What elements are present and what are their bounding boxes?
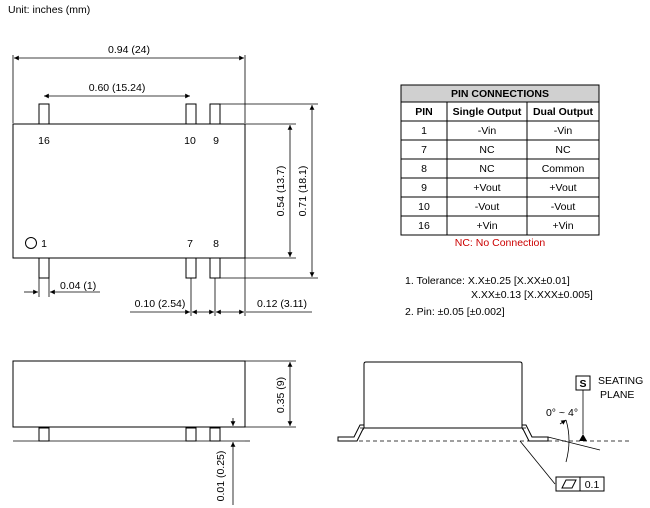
overall-width-label: 0.94 (24): [108, 44, 150, 56]
pin-8: [209, 257, 221, 279]
front-pin-16: [38, 427, 50, 442]
pin-label-16: 16: [38, 135, 50, 147]
pin-label-8: 8: [213, 238, 219, 250]
overall-height-label: 0.71 (18.1): [297, 166, 309, 217]
table-cell-text: +Vin: [476, 220, 497, 232]
table-cell-text: -Vout: [475, 201, 500, 213]
table-cell-text: +Vin: [552, 220, 573, 232]
table-cell-text: 7: [421, 144, 427, 156]
flatness-leader: [519, 440, 556, 485]
table-cell-text: 10: [418, 201, 430, 213]
table-cell: [526, 215, 600, 236]
top-view: 0.94 (24) 0.60 (15.24) 16 10 9 1 7 8 0.5…: [12, 44, 318, 316]
module-body-side: [363, 361, 523, 429]
table-header-text: Single Output: [453, 106, 522, 118]
datum-letter: S: [579, 378, 586, 390]
pin-connections-table: PIN CONNECTIONS PIN Single Output Dual Out…: [400, 84, 600, 249]
seating-label-2: PLANE: [600, 389, 634, 401]
table-cell-text: NC: [479, 144, 495, 156]
seating-label-1: SEATING: [598, 375, 643, 387]
pin-width-label: 0.04 (1): [60, 280, 96, 292]
table-header-text: PIN: [415, 106, 433, 118]
flatness-value: 0.1: [585, 479, 600, 491]
pin-16: [38, 103, 50, 125]
tolerance-note-2: X.XX±0.13 [X.XXX±0.005]: [471, 289, 593, 301]
angle-arc: [565, 419, 570, 463]
pin-7: [185, 257, 197, 279]
pin-10: [185, 103, 197, 125]
table-cell-text: -Vin: [478, 125, 497, 137]
parallelogram-icon: [561, 479, 577, 489]
table-cell-text: Common: [542, 163, 585, 175]
angle-label: 0° ~ 4°: [546, 407, 578, 419]
unit-label: Unit: inches (mm): [8, 4, 90, 16]
pin-pitch-label: 0.10 (2.54): [135, 298, 186, 310]
right-lead: [522, 424, 549, 442]
pin-label-1: 1: [41, 238, 47, 250]
thickness-label: 0.35 (9): [275, 377, 287, 413]
table-cell-text: 16: [418, 220, 430, 232]
table-cell-text: 1: [421, 125, 427, 137]
pin-span-label: 0.60 (15.24): [89, 82, 146, 94]
pin-label-9: 9: [213, 135, 219, 147]
pin-label-7: 7: [187, 238, 193, 250]
pin-tolerance-note: 2. Pin: ±0.05 [±0.002]: [405, 306, 505, 318]
pin-label-10: 10: [184, 135, 196, 147]
body-height-label: 0.54 (13.7): [275, 166, 287, 217]
standoff-label: 0.01 (0.25): [215, 451, 227, 502]
table-cell-text: 8: [421, 163, 427, 175]
nc-note: NC: No Connection: [455, 237, 546, 249]
table-cell-text: +Vout: [549, 182, 576, 194]
module-body-front: [12, 360, 246, 428]
table-cell-text: -Vout: [551, 201, 576, 213]
table-cell-text: +Vout: [473, 182, 500, 194]
table-cell-text: NC: [555, 144, 571, 156]
datum-triangle-icon: [579, 434, 587, 441]
module-body-top: [12, 123, 246, 259]
front-pin-9: [209, 427, 221, 442]
side-view: S SEATING PLANE 0° ~ 4° 0.1: [337, 361, 643, 492]
pin-9: [209, 103, 221, 125]
edge-offset-label: 0.12 (3.11): [257, 298, 307, 310]
left-lead: [337, 424, 364, 442]
table-title: PIN CONNECTIONS: [451, 88, 549, 100]
table-cell-text: 9: [421, 182, 427, 194]
pin-1-indicator-icon: [25, 237, 37, 249]
tolerance-note-1: 1. Tolerance: X.X±0.25 [X.XX±0.01]: [405, 275, 570, 287]
pin-1: [38, 257, 50, 279]
table-cell-text: NC: [479, 163, 495, 175]
table-header-text: Dual Output: [533, 106, 594, 118]
front-view: 0.35 (9) 0.01 (0.25): [12, 360, 296, 505]
front-pin-10: [185, 427, 197, 442]
table-cell-text: -Vin: [554, 125, 573, 137]
